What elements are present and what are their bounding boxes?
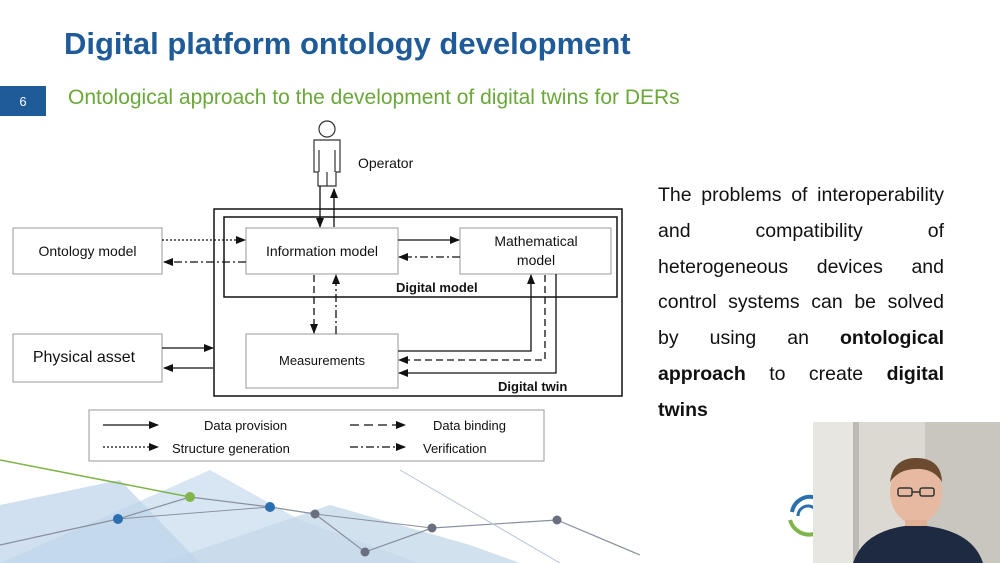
- decorative-network: [0, 459, 641, 563]
- physical-asset-box: [12, 333, 163, 383]
- webcam-overlay: [813, 422, 1000, 563]
- digital-model-label: Digital model: [396, 280, 478, 295]
- mathematical-model-box: [459, 227, 612, 275]
- connector-arrows: [162, 186, 557, 377]
- information-model-box: [245, 227, 399, 275]
- body-paragraph: The problems of interoperability and com…: [658, 184, 944, 421]
- slide-title: Digital platform ontology development: [64, 26, 631, 61]
- legend-verification: Verification: [423, 441, 487, 456]
- digital-model-box: [223, 216, 618, 298]
- presenter-video: [813, 422, 1000, 563]
- measurements-box: [245, 333, 399, 389]
- operator-label: Operator: [358, 155, 414, 171]
- digital-twin-label: Digital twin: [498, 379, 567, 394]
- page-number-badge: 6: [0, 86, 46, 116]
- legend-symbols: [103, 421, 406, 451]
- slide-subtitle: Ontological approach to the development …: [68, 86, 680, 109]
- legend-data-binding: Data binding: [433, 418, 506, 433]
- ontology-model-box: [12, 227, 163, 275]
- ontology-model-label: Ontology model: [38, 243, 136, 259]
- information-model-label: Information model: [266, 243, 378, 259]
- legend-data-provision: Data provision: [204, 418, 287, 433]
- body-bold-ontological-approach: ontological approach: [658, 327, 944, 385]
- mathematical-model-label-line2: model: [517, 252, 555, 268]
- mathematical-model-label-line1: Mathematical: [494, 233, 577, 249]
- body-bold-digital-twins: digital twins: [658, 362, 944, 421]
- digital-twin-box: [213, 208, 623, 397]
- legend-box: [88, 409, 545, 462]
- operator-icon: [313, 120, 341, 187]
- legend-structure-generation: Structure generation: [172, 441, 290, 456]
- measurements-label: Measurements: [279, 353, 365, 368]
- physical-asset-label: Physical asset: [33, 349, 136, 366]
